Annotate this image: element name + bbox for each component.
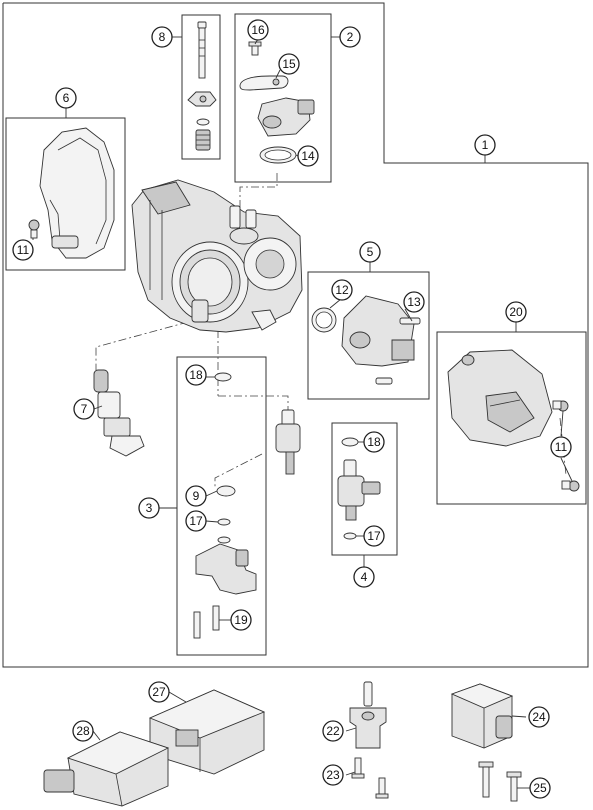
callout-2: 2 [339, 26, 361, 48]
svg-text:13: 13 [407, 295, 421, 309]
injector-group-3 [193, 372, 301, 639]
svg-text:27: 27 [152, 685, 166, 699]
callout-8: 8 [151, 26, 173, 48]
sensor-group-2 [239, 41, 315, 164]
callout-7: 7 [73, 398, 95, 420]
callout-24: 24 [528, 706, 550, 728]
svg-text:17: 17 [367, 529, 381, 543]
svg-text:19: 19 [234, 613, 248, 627]
injector-4 [337, 437, 381, 540]
group-box-6 [5, 117, 126, 271]
svg-text:8: 8 [159, 30, 166, 44]
sensor-20 [447, 349, 580, 492]
svg-text:6: 6 [63, 91, 70, 105]
svg-text:28: 28 [76, 724, 90, 738]
screws-23 [351, 757, 389, 799]
callout-14: 14 [297, 145, 319, 167]
callout-27: 27 [148, 681, 170, 703]
callout-22: 22 [322, 720, 344, 742]
pressure-sensor-7 [93, 369, 145, 457]
svg-text:22: 22 [326, 724, 340, 738]
group-box-20 [436, 331, 587, 505]
svg-text:23: 23 [326, 768, 340, 782]
callout-20: 20 [505, 301, 527, 323]
svg-text:18: 18 [367, 435, 381, 449]
callout-18-a: 18 [185, 364, 207, 386]
sensor-5 [311, 295, 421, 385]
callout-28: 28 [72, 720, 94, 742]
callout-1: 1 [474, 134, 496, 156]
group-box-2 [234, 13, 332, 183]
svg-text:9: 9 [193, 489, 200, 503]
group-box-5 [307, 271, 430, 400]
callout-13: 13 [403, 291, 425, 313]
svg-text:5: 5 [367, 245, 374, 259]
module-28 [43, 731, 170, 807]
group-box-3 [176, 356, 267, 656]
svg-text:18: 18 [189, 368, 203, 382]
callout-15: 15 [278, 53, 300, 75]
callout-11-a: 11 [12, 239, 34, 261]
callout-23: 23 [322, 764, 344, 786]
callout-18-b: 18 [363, 431, 385, 453]
callout-17-b: 17 [363, 525, 385, 547]
svg-text:14: 14 [301, 149, 315, 163]
callout-25: 25 [529, 777, 551, 799]
cable-cover-6 [28, 127, 115, 259]
screw-assembly-8 [187, 21, 217, 151]
group-box-8 [181, 14, 221, 160]
svg-text:11: 11 [17, 243, 30, 257]
callout-19: 19 [230, 609, 252, 631]
callout-5: 5 [359, 241, 381, 263]
svg-text:1: 1 [482, 138, 489, 152]
svg-text:11: 11 [555, 440, 568, 454]
svg-text:12: 12 [335, 283, 349, 297]
callout-6: 6 [55, 87, 77, 109]
throttle-body [131, 179, 303, 333]
callout-11-b: 11 [550, 436, 572, 458]
svg-text:24: 24 [532, 710, 546, 724]
callout-17-a: 17 [185, 510, 207, 532]
callout-4: 4 [353, 566, 375, 588]
svg-text:3: 3 [146, 501, 153, 515]
svg-text:15: 15 [282, 57, 296, 71]
svg-text:4: 4 [361, 570, 368, 584]
screws-25 [478, 761, 522, 802]
svg-text:20: 20 [509, 305, 523, 319]
callout-12: 12 [331, 279, 353, 301]
group-box-4 [331, 422, 398, 556]
svg-text:2: 2 [347, 30, 354, 44]
callout-3: 3 [138, 497, 160, 519]
svg-text:7: 7 [81, 402, 88, 416]
svg-text:16: 16 [251, 23, 265, 37]
sensor-24 [450, 683, 514, 749]
ecu-27 [148, 689, 266, 775]
callout-16: 16 [247, 19, 269, 41]
assembly-frame-1 [2, 2, 589, 668]
svg-text:25: 25 [533, 781, 547, 795]
svg-text:17: 17 [189, 514, 203, 528]
sensor-22 [349, 681, 387, 749]
callout-9: 9 [185, 485, 207, 507]
